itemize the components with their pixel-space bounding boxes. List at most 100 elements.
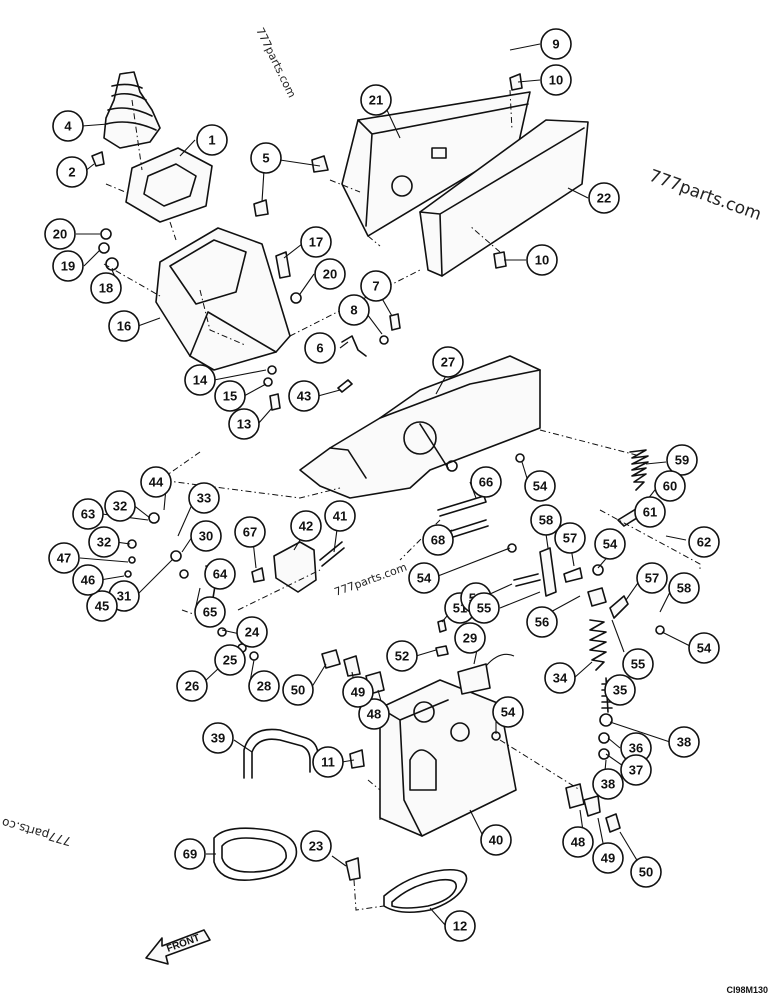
pin-57 bbox=[563, 567, 583, 583]
callout-circle bbox=[540, 64, 572, 96]
callout-number: 2 bbox=[68, 165, 75, 180]
callout-number: 36 bbox=[629, 741, 643, 756]
callout-57: 57 bbox=[554, 522, 586, 554]
callout-12: 12 bbox=[444, 910, 476, 942]
callout-circle bbox=[554, 522, 586, 554]
callout-number: 38 bbox=[601, 777, 615, 792]
callout-62: 62 bbox=[688, 526, 720, 558]
callout-number: 60 bbox=[663, 479, 677, 494]
callout-number: 59 bbox=[675, 453, 689, 468]
callout-38: 38 bbox=[592, 768, 624, 800]
callout-circle bbox=[290, 510, 322, 542]
callout-circle bbox=[140, 466, 172, 498]
callout-number: 34 bbox=[553, 671, 568, 686]
callout-2: 2 bbox=[56, 156, 88, 188]
callout-66: 66 bbox=[470, 466, 502, 498]
callout-number: 65 bbox=[203, 605, 217, 620]
callout-number: 27 bbox=[441, 355, 455, 370]
callout-circle bbox=[480, 824, 512, 856]
callout-54: 54 bbox=[524, 470, 556, 502]
callout-48: 48 bbox=[562, 826, 594, 858]
callout-42: 42 bbox=[290, 510, 322, 542]
callout-number: 30 bbox=[199, 529, 213, 544]
callout-5: 5 bbox=[250, 142, 282, 174]
callout-number: 14 bbox=[193, 373, 208, 388]
callout-circle bbox=[594, 528, 626, 560]
callout-circle bbox=[108, 310, 140, 342]
callout-58: 58 bbox=[530, 504, 562, 536]
callout-circle bbox=[196, 124, 228, 156]
watermark-top: 777parts.com bbox=[253, 26, 298, 100]
callout-circle bbox=[72, 498, 104, 530]
callout-number: 54 bbox=[501, 705, 516, 720]
callout-number: 20 bbox=[323, 267, 337, 282]
callout-number: 42 bbox=[299, 519, 313, 534]
callout-number: 56 bbox=[535, 615, 549, 630]
cover-plate bbox=[383, 868, 468, 914]
callout-50: 50 bbox=[630, 856, 662, 888]
callout-54: 54 bbox=[492, 696, 524, 728]
callout-58: 58 bbox=[668, 572, 700, 604]
callout-circle bbox=[300, 226, 332, 258]
callout-number: 10 bbox=[549, 73, 563, 88]
rubber-boot bbox=[103, 71, 161, 149]
callout-circle bbox=[204, 558, 236, 590]
callout-number: 32 bbox=[113, 499, 127, 514]
switch bbox=[457, 663, 491, 695]
callout-circle bbox=[312, 746, 344, 778]
callout-35: 35 bbox=[604, 674, 636, 706]
callout-circle bbox=[300, 830, 332, 862]
callout-number: 9 bbox=[552, 37, 559, 52]
callout-number: 58 bbox=[539, 513, 553, 528]
callout-6: 6 bbox=[304, 332, 336, 364]
callout-circle bbox=[184, 364, 216, 396]
callout-54: 54 bbox=[408, 562, 440, 594]
callout-circle bbox=[288, 380, 320, 412]
rod-6 bbox=[341, 335, 367, 357]
callout-number: 41 bbox=[333, 509, 347, 524]
rod-53 bbox=[513, 573, 541, 587]
callout-circle bbox=[562, 826, 594, 858]
callout-45: 45 bbox=[86, 590, 118, 622]
callout-number: 24 bbox=[245, 625, 260, 640]
callout-circle bbox=[52, 250, 84, 282]
link-58-right bbox=[609, 595, 629, 619]
callout-circle bbox=[630, 856, 662, 888]
callout-circle bbox=[444, 910, 476, 942]
callout-circle bbox=[654, 470, 686, 502]
callout-number: 22 bbox=[597, 191, 611, 206]
front-label: FRONT bbox=[165, 933, 201, 955]
callout-number: 54 bbox=[417, 571, 432, 586]
callout-26: 26 bbox=[176, 670, 208, 702]
callout-circle bbox=[668, 726, 700, 758]
callout-circle bbox=[88, 526, 120, 558]
callout-circle bbox=[72, 564, 104, 596]
callout-number: 58 bbox=[677, 581, 691, 596]
callout-circle bbox=[248, 670, 280, 702]
callout-circle bbox=[408, 562, 440, 594]
callout-number: 23 bbox=[309, 839, 323, 854]
callout-50: 50 bbox=[282, 674, 314, 706]
callout-circle bbox=[688, 526, 720, 558]
callout-circle bbox=[592, 842, 624, 874]
callout-number: 49 bbox=[601, 851, 615, 866]
callout-circle bbox=[454, 622, 486, 654]
callout-number: 32 bbox=[97, 535, 111, 550]
callout-56: 56 bbox=[526, 606, 558, 638]
callout-circle bbox=[526, 606, 558, 638]
callout-number: 68 bbox=[431, 533, 445, 548]
callout-number: 52 bbox=[395, 649, 409, 664]
callout-circle bbox=[530, 504, 562, 536]
callout-13: 13 bbox=[228, 408, 260, 440]
callout-circle bbox=[468, 592, 500, 624]
callout-circle bbox=[282, 674, 314, 706]
callout-46: 46 bbox=[72, 564, 104, 596]
callout-number: 50 bbox=[291, 683, 305, 698]
callout-30: 30 bbox=[190, 520, 222, 552]
callout-15: 15 bbox=[214, 380, 246, 412]
callout-63: 63 bbox=[72, 498, 104, 530]
callout-circle bbox=[386, 640, 418, 672]
callout-number: 43 bbox=[297, 389, 311, 404]
callout-20: 20 bbox=[44, 218, 76, 250]
callout-circle bbox=[492, 696, 524, 728]
